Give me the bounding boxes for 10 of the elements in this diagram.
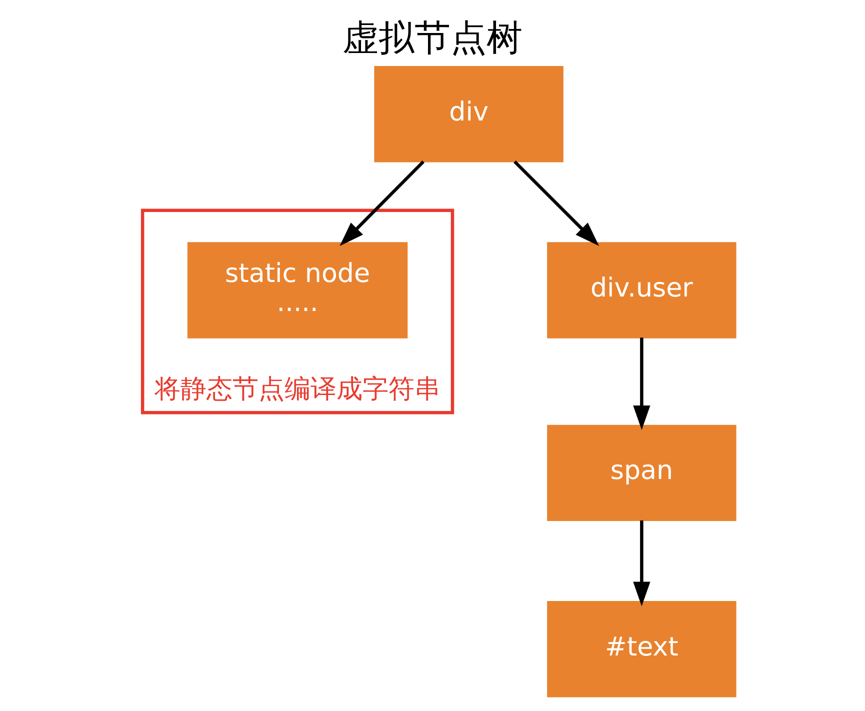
node-box: #text [547, 600, 736, 698]
node-box: static node ..... [187, 242, 408, 338]
node-box: span [547, 424, 736, 522]
arrow [633, 520, 650, 606]
node-box: div.user [547, 242, 736, 338]
arrow [633, 338, 650, 430]
diagram-title: 虚拟节点树 [342, 18, 522, 59]
arrow [340, 160, 424, 246]
node-box: div [374, 66, 564, 162]
arrow [514, 160, 600, 246]
